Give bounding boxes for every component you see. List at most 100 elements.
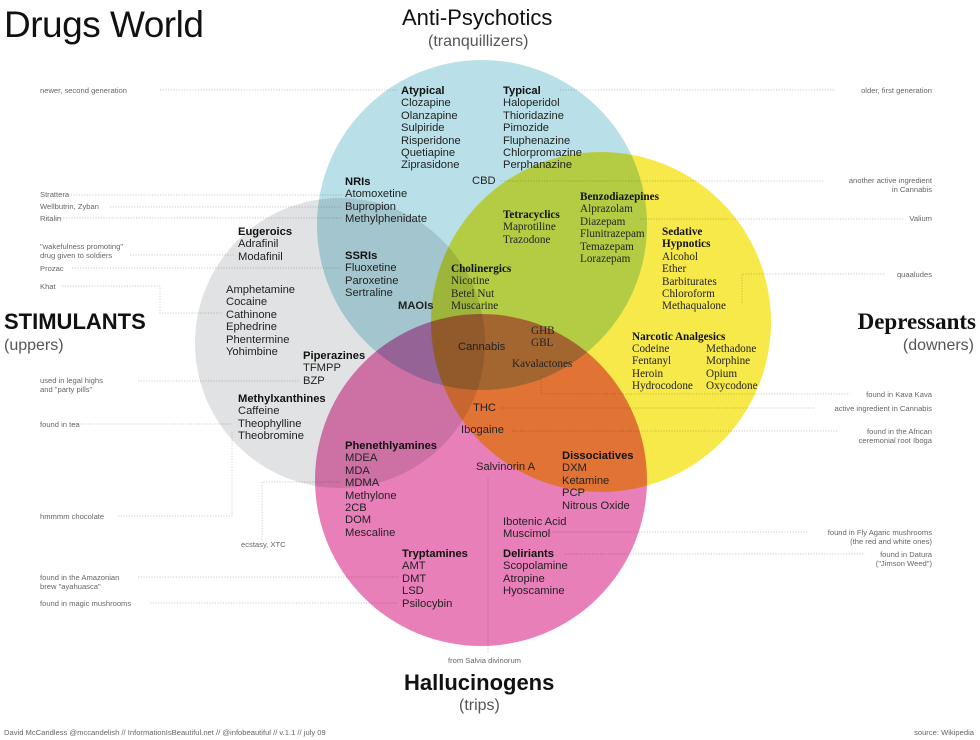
- eugeroics-item: Adrafinil: [238, 238, 279, 251]
- benzodiazepines-item: Lorazepam: [580, 253, 631, 266]
- typical-item: Perphanazine: [503, 159, 573, 172]
- phenethylamines-item: Methylone: [345, 489, 397, 502]
- dissociatives-item: Nitrous Oxide: [562, 499, 630, 512]
- note-strattera: Strattera: [40, 190, 70, 199]
- tetracyclics-item: Trazodone: [503, 233, 551, 246]
- piperazines-item: TFMPP: [303, 362, 341, 375]
- note-magic-mushrooms: found in magic mushrooms: [40, 599, 132, 608]
- note-legal-highs: used in legal highs and "party pills": [40, 376, 103, 394]
- atypical-heading: Atypical: [401, 85, 445, 97]
- dissociatives-item: Ketamine: [562, 474, 610, 487]
- sedative-item: Chloroform: [662, 288, 715, 301]
- typical-item: Chlorpromazine: [503, 147, 582, 160]
- cholinergics-heading: Cholinergics: [451, 263, 512, 275]
- ssris-item: Sertraline: [345, 287, 393, 300]
- footer-source: source: Wikipedia: [914, 728, 974, 737]
- amphetamines-item: Cocaine: [226, 296, 268, 309]
- cholinergics-item: Betel Nut: [451, 287, 495, 300]
- anti-psychotics-label: Anti-Psychotics: [402, 5, 553, 30]
- cholinergics-item: Nicotine: [451, 275, 490, 288]
- phenethylamines-item: 2CB: [345, 502, 367, 515]
- deliriants-item: Scopolamine: [503, 560, 568, 573]
- stimulants-label: STIMULANTS: [4, 309, 146, 334]
- amanita-item: Ibotenic Acid: [503, 516, 567, 528]
- nris-item: Bupropion: [345, 200, 397, 213]
- piperazines-item: BZP: [303, 374, 325, 387]
- eugeroics-heading: Eugeroics: [238, 226, 293, 238]
- tetracyclics-heading: Tetracyclics: [503, 209, 560, 221]
- note-kava: found in Kava Kava: [866, 390, 932, 399]
- stimulants-sublabel: (uppers): [4, 337, 64, 354]
- anti-psychotics-sublabel: (tranquillizers): [428, 33, 529, 50]
- cbd-label: CBD: [472, 175, 496, 187]
- ghb-item: GBL: [531, 337, 554, 350]
- eugeroics-item: Modafinil: [238, 250, 283, 263]
- page-title: Drugs World: [4, 4, 204, 45]
- note-older-generation: older, first generation: [861, 86, 932, 95]
- cholinergics-item: Muscarine: [451, 300, 499, 313]
- deliriants-heading: Deliriants: [503, 548, 554, 560]
- tryptamines-item: DMT: [402, 572, 427, 585]
- amphetamines-item: Yohimbine: [226, 346, 278, 359]
- tetracyclics-item: Maprotiline: [503, 221, 556, 234]
- methylxanthines-item: Theobromine: [238, 430, 304, 443]
- venn-circles: [195, 60, 771, 646]
- piperazines-heading: Piperazines: [303, 350, 366, 362]
- amphetamines-item: Cathinone: [226, 308, 278, 321]
- footer-credit: David McCandless @mccandelish // Informa…: [4, 728, 326, 737]
- benzodiazepines-heading: Benzodiazepines: [580, 191, 659, 203]
- deliriants-item: Hyoscamine: [503, 585, 565, 598]
- cannabis-label: Cannabis: [458, 341, 506, 353]
- sedative-item: Alcohol: [662, 250, 699, 263]
- ghb-item: GHB: [531, 325, 555, 337]
- thc-label: THC: [473, 402, 496, 414]
- dissociatives-item: PCP: [562, 487, 586, 500]
- note-ritalin: Ritalin: [40, 214, 62, 223]
- note-cbd: another active ingredient in Cannabis: [848, 176, 932, 194]
- atypical-item: Sulpiride: [401, 122, 445, 135]
- sedative-item: Ether: [662, 263, 687, 276]
- methylxanthines-item: Theophylline: [238, 417, 302, 430]
- maois-label: MAOIs: [398, 300, 434, 312]
- note-valium: Valium: [909, 214, 932, 223]
- atypical-item: Quetiapine: [401, 147, 456, 160]
- note-ecstasy: ecstasy, XTC: [241, 540, 286, 549]
- typical-item: Pimozide: [503, 122, 550, 135]
- note-amazonian: found in the Amazonian brew "ayahuasca": [40, 573, 120, 591]
- nris-item: Atomoxetine: [345, 188, 408, 201]
- note-wakefulness: "wakefulness promoting" drug given to so…: [40, 242, 124, 260]
- tryptamines-heading: Tryptamines: [402, 548, 468, 560]
- amphetamines-item: Amphetamine: [226, 284, 296, 296]
- benzodiazepines-item: Diazepam: [580, 215, 626, 228]
- note-tea: found in tea: [40, 420, 80, 429]
- note-prozac: Prozac: [40, 264, 64, 273]
- deliriants-item: Atropine: [503, 572, 545, 585]
- narcotic_right-item: Morphine: [706, 355, 751, 368]
- sedative-item: Methaqualone: [662, 300, 726, 313]
- note-fly-agaric: found in Fly Agaric mushrooms (the red a…: [827, 528, 932, 546]
- note-khat: Khat: [40, 282, 56, 291]
- amphetamines-item: Ephedrine: [226, 321, 278, 334]
- note-chocolate: hmmmm chocolate: [40, 512, 105, 521]
- ssris-item: Paroxetine: [345, 274, 399, 287]
- tryptamines-item: LSD: [402, 585, 424, 598]
- salvinorin-label: Salvinorin A: [476, 461, 536, 473]
- narcotic_right-item: Methadone: [706, 343, 757, 355]
- ssris-heading: SSRIs: [345, 250, 378, 262]
